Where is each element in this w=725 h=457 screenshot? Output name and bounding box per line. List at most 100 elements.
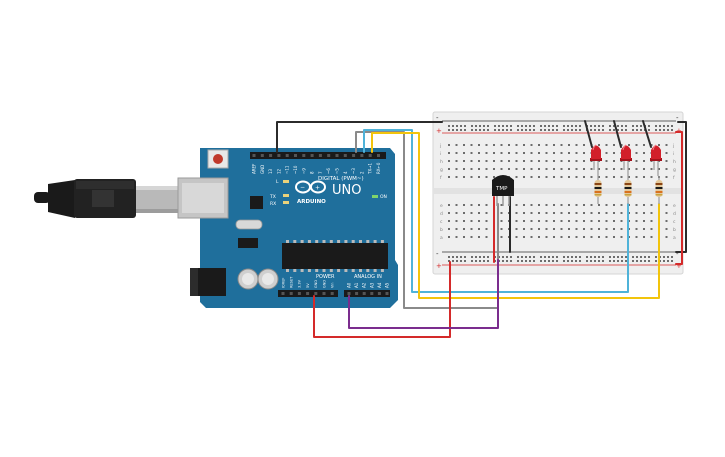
rail-hole[interactable] xyxy=(663,129,665,131)
rail-hole[interactable] xyxy=(540,256,542,258)
terminal-hole[interactable] xyxy=(515,236,518,238)
digital-pin[interactable] xyxy=(260,154,264,157)
terminal-hole[interactable] xyxy=(478,160,480,162)
terminal-hole[interactable] xyxy=(553,160,555,162)
terminal-hole[interactable] xyxy=(530,176,533,178)
rail-hole[interactable] xyxy=(521,260,523,262)
rail-hole[interactable] xyxy=(590,260,592,262)
terminal-hole[interactable] xyxy=(575,204,578,206)
rail-hole[interactable] xyxy=(452,129,454,131)
terminal-hole[interactable] xyxy=(523,204,525,206)
terminal-hole[interactable] xyxy=(545,160,548,162)
rail-hole[interactable] xyxy=(586,260,588,262)
terminal-hole[interactable] xyxy=(665,160,668,162)
rail-hole[interactable] xyxy=(648,129,650,131)
rail-hole[interactable] xyxy=(533,129,535,131)
terminal-hole[interactable] xyxy=(470,212,473,214)
digital-pin[interactable] xyxy=(352,154,356,157)
terminal-hole[interactable] xyxy=(628,176,630,178)
terminal-hole[interactable] xyxy=(560,176,563,178)
terminal-hole[interactable] xyxy=(635,176,638,178)
rail-hole[interactable] xyxy=(471,125,473,127)
terminal-hole[interactable] xyxy=(635,228,638,230)
terminal-hole[interactable] xyxy=(493,168,495,170)
terminal-hole[interactable] xyxy=(605,212,608,214)
wire-gnd-black[interactable] xyxy=(276,121,443,153)
terminal-hole[interactable] xyxy=(448,228,450,230)
terminal-hole[interactable] xyxy=(485,212,488,214)
terminal-hole[interactable] xyxy=(613,144,615,146)
terminal-hole[interactable] xyxy=(485,228,488,230)
terminal-hole[interactable] xyxy=(455,212,458,214)
wire-5v-red-right[interactable] xyxy=(675,131,683,265)
terminal-hole[interactable] xyxy=(553,152,555,154)
rail-hole[interactable] xyxy=(609,256,611,258)
terminal-hole[interactable] xyxy=(463,236,465,238)
rail-hole[interactable] xyxy=(448,129,450,131)
terminal-hole[interactable] xyxy=(478,220,480,222)
terminal-hole[interactable] xyxy=(560,152,563,154)
wire-led3-black[interactable] xyxy=(642,120,652,148)
rail-hole[interactable] xyxy=(590,125,592,127)
rail-hole[interactable] xyxy=(663,260,665,262)
rail-hole[interactable] xyxy=(460,125,462,127)
terminal-hole[interactable] xyxy=(560,160,563,162)
terminal-hole[interactable] xyxy=(635,152,638,154)
rail-hole[interactable] xyxy=(609,260,611,262)
terminal-hole[interactable] xyxy=(538,228,540,230)
terminal-hole[interactable] xyxy=(553,228,555,230)
rail-hole[interactable] xyxy=(464,129,466,131)
terminal-hole[interactable] xyxy=(568,204,570,206)
terminal-hole[interactable] xyxy=(613,204,615,206)
terminal-hole[interactable] xyxy=(515,152,518,154)
terminal-hole[interactable] xyxy=(448,220,450,222)
terminal-hole[interactable] xyxy=(575,152,578,154)
rail-hole[interactable] xyxy=(494,125,496,127)
terminal-hole[interactable] xyxy=(613,152,615,154)
terminal-hole[interactable] xyxy=(538,152,540,154)
terminal-hole[interactable] xyxy=(470,144,473,146)
terminal-hole[interactable] xyxy=(598,144,600,146)
terminal-hole[interactable] xyxy=(500,212,503,214)
terminal-hole[interactable] xyxy=(665,212,668,214)
terminal-hole[interactable] xyxy=(545,176,548,178)
terminal-hole[interactable] xyxy=(650,144,653,146)
terminal-hole[interactable] xyxy=(493,144,495,146)
digital-pin[interactable] xyxy=(318,154,322,157)
rail-hole[interactable] xyxy=(448,260,450,262)
terminal-hole[interactable] xyxy=(568,236,570,238)
terminal-hole[interactable] xyxy=(605,228,608,230)
terminal-hole[interactable] xyxy=(530,212,533,214)
power-pin[interactable] xyxy=(306,292,310,295)
rail-hole[interactable] xyxy=(544,125,546,127)
terminal-hole[interactable] xyxy=(463,152,465,154)
rail-hole[interactable] xyxy=(648,125,650,127)
rail-hole[interactable] xyxy=(479,260,481,262)
power-pin[interactable] xyxy=(297,292,301,295)
digital-pin[interactable] xyxy=(335,154,339,157)
digital-pin[interactable] xyxy=(269,154,273,157)
rail-hole[interactable] xyxy=(667,256,669,258)
terminal-hole[interactable] xyxy=(643,220,645,222)
rail-hole[interactable] xyxy=(521,125,523,127)
rail-hole[interactable] xyxy=(460,260,462,262)
led-red[interactable] xyxy=(620,144,632,176)
rail-hole[interactable] xyxy=(456,125,458,127)
terminal-hole[interactable] xyxy=(568,212,570,214)
rail-hole[interactable] xyxy=(598,256,600,258)
rail-hole[interactable] xyxy=(544,256,546,258)
terminal-hole[interactable] xyxy=(650,168,653,170)
terminal-hole[interactable] xyxy=(553,168,555,170)
terminal-hole[interactable] xyxy=(470,204,473,206)
terminal-hole[interactable] xyxy=(665,204,668,206)
terminal-hole[interactable] xyxy=(605,220,608,222)
terminal-hole[interactable] xyxy=(575,212,578,214)
rail-hole[interactable] xyxy=(456,260,458,262)
terminal-hole[interactable] xyxy=(605,144,608,146)
terminal-hole[interactable] xyxy=(515,144,518,146)
rail-hole[interactable] xyxy=(464,125,466,127)
rail-hole[interactable] xyxy=(579,256,581,258)
rail-hole[interactable] xyxy=(502,125,504,127)
terminal-hole[interactable] xyxy=(620,176,623,178)
